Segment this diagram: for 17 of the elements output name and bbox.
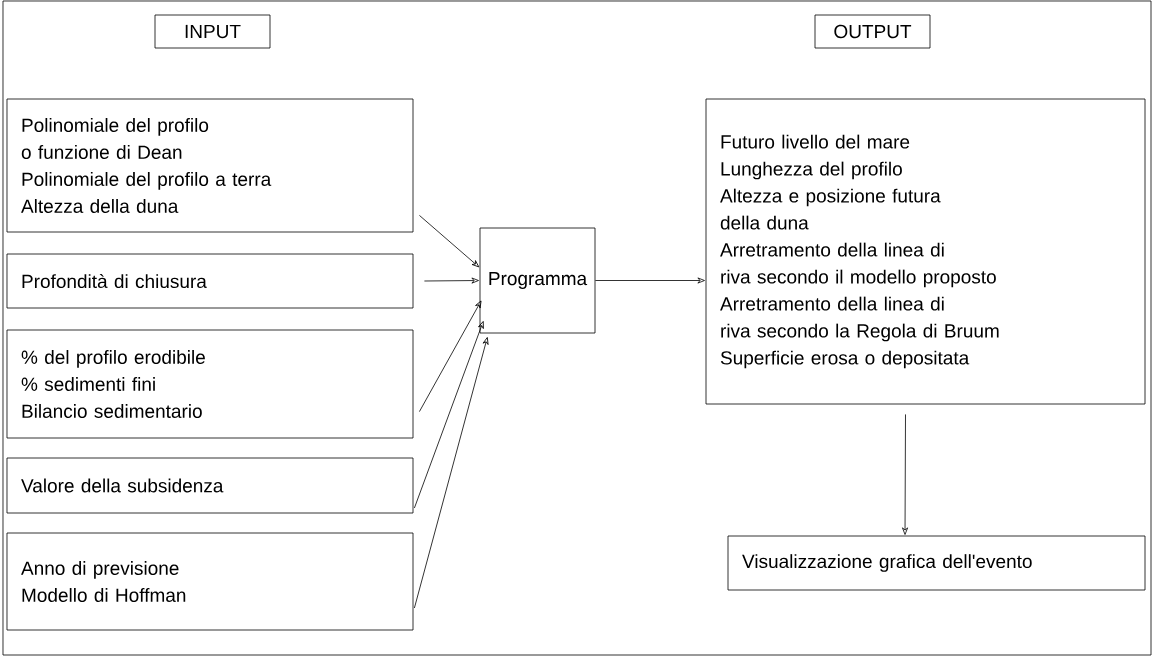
input-box: Valore della subsidenza [6, 457, 414, 514]
input-box: Polinomiale del profilo o funzione di Dean Polinomiale del profilo a terra Altezza della duna [6, 98, 414, 233]
arrow [424, 277, 479, 284]
input-box: % del profilo erodibile % sedimenti fini Bilancio sedimentario [6, 329, 414, 439]
arrow [414, 321, 484, 509]
arrow [902, 414, 909, 535]
arrow [419, 215, 480, 268]
output-box: Visualizzazione grafica dell'evento [727, 535, 1146, 591]
arrow [419, 300, 482, 412]
output-box: Futuro livello del mare Lunghezza del profilo Altezza e posizione futura della duna Arretramento della linea di riva secondo il modello proposto Arretramento della linea di riva secondo la Regola di Bruum Superficie erosa o depositata [705, 98, 1146, 405]
arrow [414, 337, 489, 609]
input-box: Anno di previsione Modello di Hoffman [6, 532, 414, 631]
arrow [595, 277, 705, 284]
input-box: Profondità di chiusura [6, 253, 414, 309]
process-box: Programma [479, 227, 596, 334]
section-heading-box: OUTPUT [814, 14, 931, 49]
section-heading-box: INPUT [154, 14, 271, 49]
